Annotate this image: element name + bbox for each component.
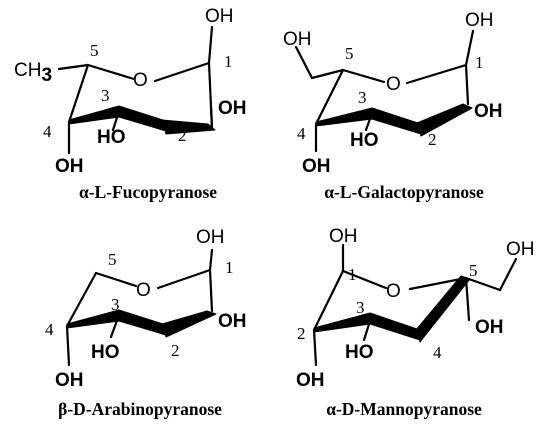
fucose-carbon-5-label: 5 — [90, 41, 99, 60]
mannose-oh-6: OH — [506, 239, 535, 260]
mannose-carbon-4-label: 4 — [433, 343, 442, 362]
arabinose-oh-2: OH — [218, 311, 247, 332]
arabinose-oh-3: HO — [91, 342, 120, 363]
fucose-oh-2: OH — [218, 98, 247, 119]
mannose-anomeric-oh: OH — [329, 226, 358, 247]
galactose-anomeric-oh: OH — [465, 10, 494, 31]
galactose-carbon-3-label: 3 — [358, 88, 367, 107]
arabinose-carbon-3-label: 3 — [111, 295, 120, 314]
mannose-wedge-c3-c4 — [313, 312, 421, 341]
fucose-methyl-group: CH3 — [14, 60, 52, 86]
arabinose-anomeric-oh: OH — [196, 227, 225, 248]
arabinose-carbon-5-label: 5 — [108, 250, 117, 269]
galactose-bonds — [294, 29, 475, 153]
fucose-oh-4: OH — [55, 156, 84, 177]
arabinose-carbon-1-label: 1 — [225, 258, 234, 277]
fucose-carbon-2-label: 2 — [178, 126, 187, 145]
galactose-carbon-2-label: 2 — [428, 130, 437, 149]
galactose-oh-4: OH — [302, 156, 331, 177]
fucose-carbon-1-label: 1 — [224, 52, 233, 71]
galactose-carbon-1-label: 1 — [475, 53, 484, 72]
fucose-anomeric-oh: OH — [205, 6, 234, 27]
fucose-caption: α-L-Fucopyranose — [79, 182, 217, 202]
arabinose-oh-4: OH — [55, 370, 84, 391]
fucose-ring-oxygen: O — [133, 70, 148, 91]
fucose-carbon-4-label: 4 — [43, 122, 52, 141]
fucose-wedge-c2-c1 — [161, 119, 216, 135]
mannose-bonds — [312, 243, 518, 367]
mannose-carbon-5-label: 5 — [469, 261, 478, 280]
fucose-oh-3: HO — [97, 127, 126, 148]
galactose-wedge-c2-c1 — [416, 103, 473, 137]
galactose-caption: α-L-Galactopyranose — [324, 182, 484, 202]
galactose-carbon-4-label: 4 — [297, 124, 306, 143]
arabinose-caption: β-D-Arabinopyranose — [58, 399, 222, 419]
galactose-oh-2: OH — [474, 101, 503, 122]
structure-mannopyranose: O OH OH HO OH OH 1 2 3 4 5 α-D-Mannopyra… — [296, 226, 535, 419]
galactose-ring-oxygen: O — [386, 74, 401, 95]
galactose-oh-6: OH — [283, 29, 312, 50]
mannose-caption: α-D-Mannopyranose — [326, 399, 482, 419]
fucose-carbon-3-label: 3 — [101, 86, 110, 105]
mannose-oh-4: OH — [475, 317, 504, 338]
mannose-carbon-3-label: 3 — [356, 298, 365, 317]
structure-fucopyranose: O OH OH HO OH CH3 1 2 3 4 5 α-L-Fucopyra… — [14, 6, 247, 202]
arabinose-carbon-4-label: 4 — [45, 320, 54, 339]
galactose-oh-3: HO — [350, 130, 379, 151]
arabinose-ring-oxygen: O — [136, 280, 151, 301]
arabinose-wedge-c2-c1 — [161, 310, 217, 338]
fucose-bonds — [57, 25, 214, 155]
mannose-carbon-1-label: 1 — [348, 265, 357, 284]
mannose-oh-2: OH — [296, 370, 325, 391]
structure-arabinopyranose: O OH OH HO OH 1 2 3 4 5 β-D-Arabinopyran… — [45, 227, 247, 419]
mannose-ring-oxygen: O — [386, 281, 401, 302]
galactose-carbon-5-label: 5 — [345, 44, 354, 63]
mannose-oh-3: HO — [345, 342, 374, 363]
arabinose-bonds — [65, 248, 214, 367]
structure-galactopyranose: O OH OH HO OH OH 1 2 3 4 5 α-L-Galactopy… — [283, 10, 503, 202]
mannose-wedge-c4-c5 — [415, 275, 471, 343]
arabinose-carbon-2-label: 2 — [171, 341, 180, 360]
mannose-carbon-2-label: 2 — [297, 324, 306, 343]
